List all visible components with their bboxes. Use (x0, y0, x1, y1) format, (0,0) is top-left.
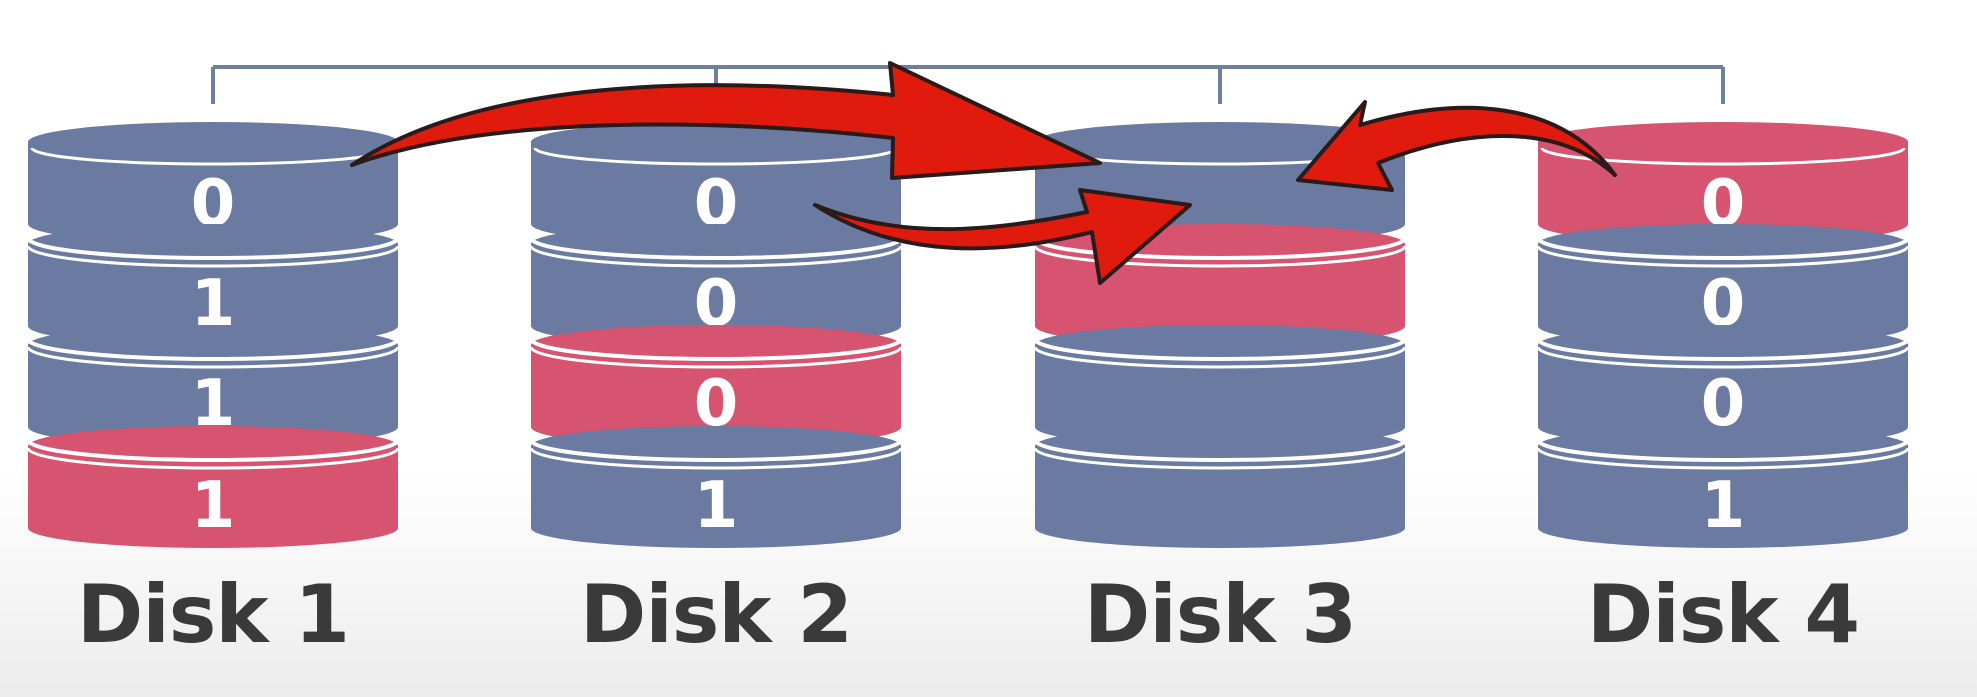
segment-digit: 1 (694, 469, 739, 543)
segment-separator (26, 338, 400, 361)
segment-top (28, 122, 398, 162)
segment-top (1538, 122, 1908, 162)
segment-separator (1536, 237, 1910, 260)
segment-body (531, 345, 901, 447)
segment-body (1035, 244, 1405, 346)
disk-segment: 1 (529, 426, 903, 548)
segment-separator (1033, 439, 1407, 462)
disk-4-label: Disk 4 (1586, 568, 1860, 661)
disk-segment: 0 (531, 122, 901, 244)
segment-separator (1536, 245, 1910, 268)
segment-digit: 1 (1701, 469, 1746, 543)
segment-separator (26, 237, 400, 260)
disk-segment: 1 (1536, 426, 1910, 548)
disk-3-label: Disk 3 (1083, 568, 1357, 661)
segment-separator (1033, 237, 1407, 260)
segment-top (531, 122, 901, 162)
segment-top (1035, 122, 1405, 162)
segment-separator (1536, 439, 1910, 462)
disk-2-label: Disk 2 (579, 568, 853, 661)
segment-rim (1540, 147, 1906, 166)
segment-separator (1033, 346, 1407, 369)
segment-separator (1033, 245, 1407, 268)
segment-separator (26, 245, 400, 268)
segment-separator (529, 245, 903, 268)
segment-separator (529, 237, 903, 260)
segment-separator (529, 346, 903, 369)
segment-body (28, 345, 398, 447)
disk-segment: 1 (26, 224, 400, 346)
disk-segment (1033, 426, 1407, 548)
segment-separator (1033, 338, 1407, 361)
segment-separator (529, 439, 903, 462)
segment-body (28, 142, 398, 244)
disk-segment: 0 (1538, 122, 1908, 244)
arrow-layer (350, 61, 1617, 285)
segment-body (1538, 446, 1908, 548)
segment-separator (26, 447, 400, 470)
segment-body (1035, 446, 1405, 548)
segment-body (1538, 345, 1908, 447)
segment-body (531, 244, 901, 346)
disk-segment: 1 (26, 426, 400, 548)
arrow-icon (813, 188, 1192, 285)
segment-separator (1536, 447, 1910, 470)
disk-1-label: Disk 1 (76, 568, 350, 661)
segment-body (1035, 345, 1405, 447)
segment-separator (529, 338, 903, 361)
segment-separator (529, 447, 903, 470)
segment-digit: 1 (191, 469, 236, 543)
disk-segment: 0 (529, 224, 903, 346)
disk-segment: 0 (1536, 224, 1910, 346)
segment-body (531, 446, 901, 548)
arrow-icon (350, 61, 1102, 180)
segment-separator (26, 346, 400, 369)
segment-separator (26, 439, 400, 462)
arrow-icon (1296, 100, 1617, 192)
segment-rim (533, 147, 899, 166)
segment-body (1538, 142, 1908, 244)
segment-separator (1536, 338, 1910, 361)
segment-body (1538, 244, 1908, 346)
segment-body (28, 244, 398, 346)
disk-segment (1033, 325, 1407, 447)
segment-body (531, 142, 901, 244)
segment-separator (1536, 346, 1910, 369)
disk-segment: 0 (1536, 325, 1910, 447)
segment-separator (1033, 447, 1407, 470)
segment-body (28, 446, 398, 548)
